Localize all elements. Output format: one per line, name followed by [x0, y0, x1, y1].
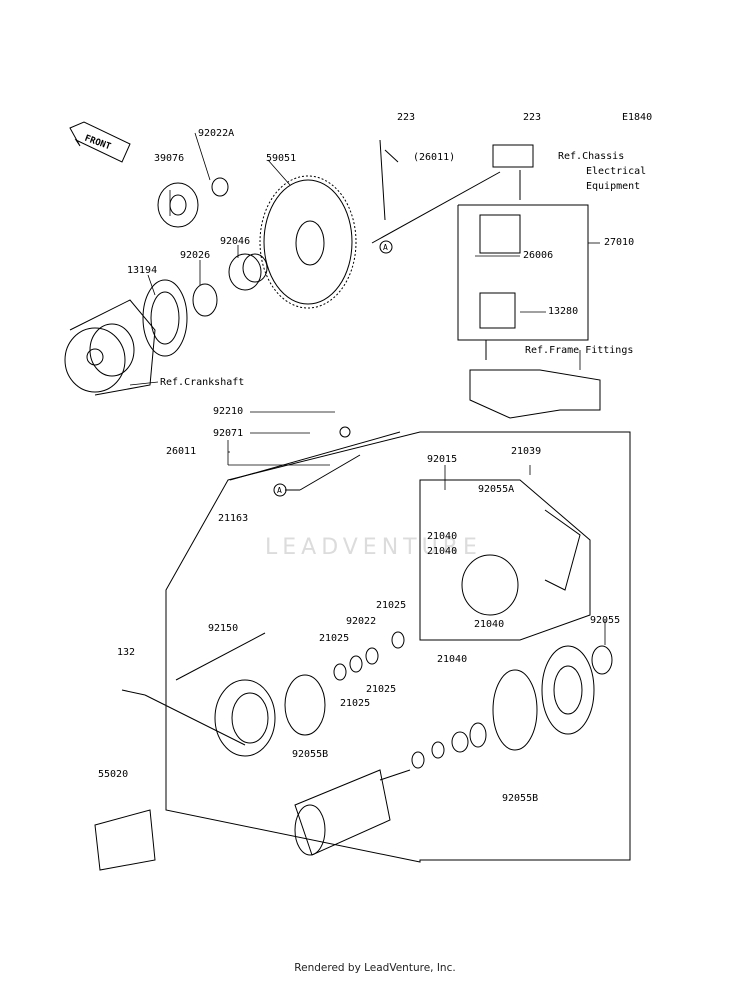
part-label-21040-d[interactable]: 21040 — [437, 654, 468, 665]
starter-yoke-part — [294, 769, 411, 856]
part-label-132[interactable]: 132 — [117, 647, 136, 658]
crankshaft-coupling-part — [64, 299, 156, 396]
ref-chassis-line2: Electrical — [586, 166, 647, 177]
footer-credit: Rendered by LeadVenture, Inc. — [294, 962, 456, 974]
part-label-21025-b[interactable]: 21025 — [319, 633, 350, 644]
part-label-92071[interactable]: 92071 — [213, 428, 244, 439]
starter-relay-part — [479, 214, 521, 254]
reference-marker-a-lower-label: A — [277, 486, 282, 495]
part-label-223-right[interactable]: 223 — [523, 112, 542, 123]
assembly-outline-motor — [165, 431, 631, 863]
part-label-13280[interactable]: 13280 — [548, 306, 579, 317]
ref-chassis-line1[interactable]: Ref.Chassis — [558, 151, 625, 162]
ref-crankshaft[interactable]: Ref.Crankshaft — [160, 377, 245, 388]
part-label-92150[interactable]: 92150 — [208, 623, 239, 634]
o-ring-92055 — [591, 645, 613, 675]
part-label-21025-d[interactable]: 21025 — [340, 698, 371, 709]
stay-rod-part — [379, 139, 399, 221]
front-arrow-icon — [69, 121, 131, 163]
idle-gear-39076 — [157, 182, 199, 228]
part-label-21025-a[interactable]: 21025 — [376, 600, 407, 611]
starter-gear-59051 — [259, 175, 357, 309]
reference-marker-a-upper — [379, 240, 393, 254]
part-label-92022[interactable]: 92022 — [346, 616, 377, 627]
through-bolt-92150 — [175, 632, 266, 681]
part-label-21040-b[interactable]: 21040 — [427, 546, 458, 557]
part-label-21040-c[interactable]: 21040 — [474, 619, 505, 630]
cover-55020 — [94, 809, 156, 871]
shim-washers-21025 — [333, 631, 405, 681]
part-label-92015[interactable]: 92015 — [427, 454, 458, 465]
part-label-13194[interactable]: 13194 — [127, 265, 158, 276]
part-label-92022a[interactable]: 92022A — [198, 128, 235, 139]
part-label-55020[interactable]: 55020 — [98, 769, 129, 780]
watermark: LEADVENTURE — [265, 535, 482, 560]
part-label-21025-c[interactable]: 21025 — [366, 684, 397, 695]
assembly-outline-relay — [371, 171, 589, 360]
part-label-92210[interactable]: 92210 — [213, 406, 244, 417]
figure-code: E1840 — [622, 112, 653, 123]
brush-holder-part — [461, 509, 581, 616]
washer-92022a — [211, 177, 229, 197]
washers-right — [411, 722, 487, 769]
part-label-92055[interactable]: 92055 — [590, 615, 621, 626]
part-label-39076[interactable]: 39076 — [154, 153, 185, 164]
part-label-223-left[interactable]: 223 — [397, 112, 416, 123]
part-label-92055a[interactable]: 92055A — [478, 484, 515, 495]
relay-case-part — [479, 292, 516, 329]
leader-lines — [129, 132, 606, 645]
reference-marker-a-lower — [273, 483, 287, 497]
assembly-outline-brush — [419, 479, 591, 641]
end-cover-left — [214, 679, 276, 757]
ref-chassis-line3: Equipment — [586, 181, 641, 192]
o-ring-92055b-right — [492, 669, 538, 751]
part-label-92026[interactable]: 92026 — [180, 250, 211, 261]
part-label-26011-upper[interactable]: (26011) — [413, 152, 456, 163]
bolt-132 — [121, 689, 146, 696]
needle-bearing-92046 — [228, 253, 268, 291]
part-label-26011-lower[interactable]: 26011 — [166, 446, 197, 457]
reference-marker-a-upper-label: A — [383, 243, 388, 252]
part-label-26006[interactable]: 26006 — [523, 250, 554, 261]
part-label-92055b-left[interactable]: 92055B — [292, 749, 329, 760]
frame-fitting-part — [469, 369, 601, 419]
part-label-92046[interactable]: 92046 — [220, 236, 251, 247]
part-label-27010[interactable]: 27010 — [604, 237, 635, 248]
o-ring-92055b-left — [284, 674, 326, 736]
part-label-21163[interactable]: 21163 — [218, 513, 249, 524]
part-label-21040-a[interactable]: 21040 — [427, 531, 458, 542]
end-cover-right — [541, 645, 595, 735]
relay-cap-part — [492, 144, 534, 200]
part-label-92055b-right[interactable]: 92055B — [502, 793, 539, 804]
part-label-59051[interactable]: 59051 — [266, 153, 297, 164]
starter-clutch-part — [142, 279, 188, 357]
ref-frame-fittings[interactable]: Ref.Frame Fittings — [525, 345, 634, 356]
part-label-21039[interactable]: 21039 — [511, 446, 542, 457]
washer-92026 — [192, 283, 218, 317]
starter-lead-wire — [285, 426, 361, 491]
